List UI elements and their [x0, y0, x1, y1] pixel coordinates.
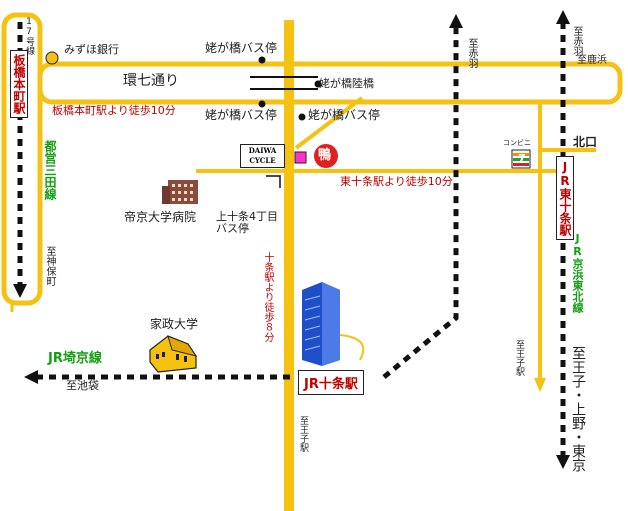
bus-stop-right-dot — [298, 113, 306, 121]
mizuho-bank-label: みずほ銀行 — [64, 43, 119, 56]
bus-stop-kami-marker — [266, 175, 281, 188]
jr-saikyo-line-label: JR埼京線 — [48, 351, 102, 366]
to-oji-center-label: 至王子駅 — [298, 416, 308, 452]
conveni-label: コンビニ — [503, 139, 531, 147]
to-akabane-right-label: 至赤羽 — [571, 26, 582, 56]
kasei-university-building — [149, 335, 198, 373]
jr-higashi-jujo-station-label: JR東十条駅 — [556, 156, 574, 240]
route-17-label: 17号線 — [24, 17, 34, 55]
kamo-label: 鴨 — [318, 148, 332, 163]
seven-eleven-label: 7 — [518, 152, 526, 165]
jr-keihin-tohoku-line-label: JR京浜東北線 — [571, 232, 584, 313]
to-oji-ueno-tokyo-label: 至王子・上野・東京 — [570, 346, 586, 472]
bus-stop-left-dot — [258, 100, 266, 108]
bridge-label: 姥が橋陸橋 — [319, 77, 374, 90]
station-tower — [302, 282, 365, 366]
bus-stop-top-label: 姥が橋バス停 — [205, 41, 278, 55]
higashi-road-arrowhead — [534, 378, 546, 392]
diagonal-road — [294, 96, 364, 150]
seven-eleven-sign — [511, 149, 531, 169]
road-network — [1, 12, 623, 511]
walk-from-higashi-label: 東十条駅より徒歩10分 — [340, 175, 453, 188]
kamo-landmark — [314, 144, 338, 168]
bus-stop-kami-label: 上十条4丁目バス停 — [216, 210, 278, 235]
toei-mita-line-label: 都営三田線 — [43, 140, 57, 200]
bus-stop-top-dot — [258, 56, 266, 64]
kanjo7-road — [37, 61, 623, 105]
kasei-university-label: 家政大学 — [150, 317, 199, 331]
to-oji-right-label: 至王子駅 — [514, 340, 524, 376]
kanjo7-road-label: 環七通り — [123, 73, 179, 89]
to-jinbocho-label: 至神保町 — [44, 246, 55, 286]
walk-from-itabashi-label: 板橋本町駅より徒歩10分 — [52, 104, 176, 117]
saikyo-line-north — [382, 26, 459, 379]
mizuho-bank-marker — [45, 51, 59, 65]
bus-stop-left-label: 姥が橋バス停 — [205, 108, 278, 122]
destination-marker — [294, 151, 307, 164]
bridge-dot — [314, 80, 322, 88]
bus-stop-right-label: 姥が橋バス停 — [308, 108, 381, 122]
daiwa-cycle-sign: DAIWA CYCLE — [240, 144, 285, 168]
to-kanamachi-label: 至鹿浜 — [577, 55, 607, 66]
itabashi-honcho-station-label: 板橋本町駅 — [10, 50, 28, 118]
walk-from-jujo-label: 十条駅より徒歩８分 — [262, 252, 273, 342]
to-ikebukuro-label: 至池袋 — [66, 379, 99, 392]
north-exit-label: 北口 — [573, 135, 598, 149]
bridge-overpass — [250, 76, 318, 90]
itabashi-station-road — [1, 12, 43, 306]
rail-arrowheads — [13, 10, 570, 469]
to-akabane-center-label: 至赤羽 — [466, 38, 477, 68]
jr-jujo-station-label: JR十条駅 — [298, 370, 364, 395]
teikyo-hospital-building — [162, 180, 198, 204]
teikyo-hospital-label: 帝京大学病院 — [124, 210, 197, 224]
